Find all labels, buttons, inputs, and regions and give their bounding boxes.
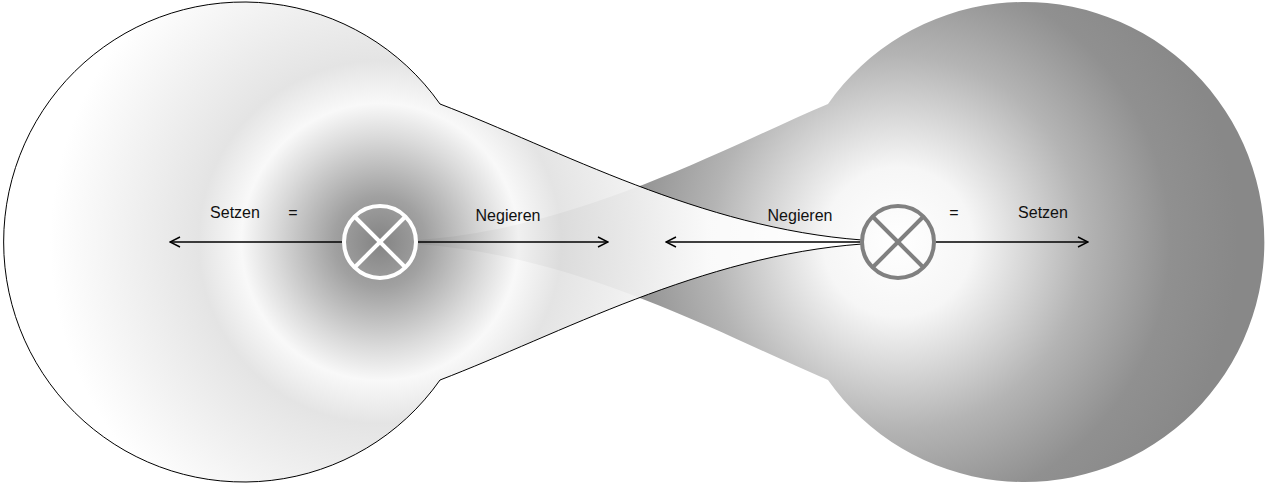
arrows bbox=[170, 241, 1088, 243]
arrow-label: Setzen bbox=[1018, 203, 1068, 223]
arrow-label: = bbox=[949, 203, 958, 223]
arrow-label: Negieren bbox=[476, 206, 541, 226]
left-bulb bbox=[4, 2, 862, 482]
arrow bbox=[936, 241, 1088, 243]
circled-x-symbol bbox=[862, 206, 934, 278]
arrow bbox=[170, 241, 342, 243]
arrow-label: Setzen bbox=[210, 203, 260, 223]
arrow bbox=[666, 241, 860, 243]
right-bulb bbox=[418, 2, 1264, 482]
circled-x-symbol bbox=[344, 206, 416, 278]
arrow bbox=[418, 241, 608, 243]
arrow-label: = bbox=[288, 203, 297, 223]
arrow-label: Negieren bbox=[768, 206, 833, 226]
